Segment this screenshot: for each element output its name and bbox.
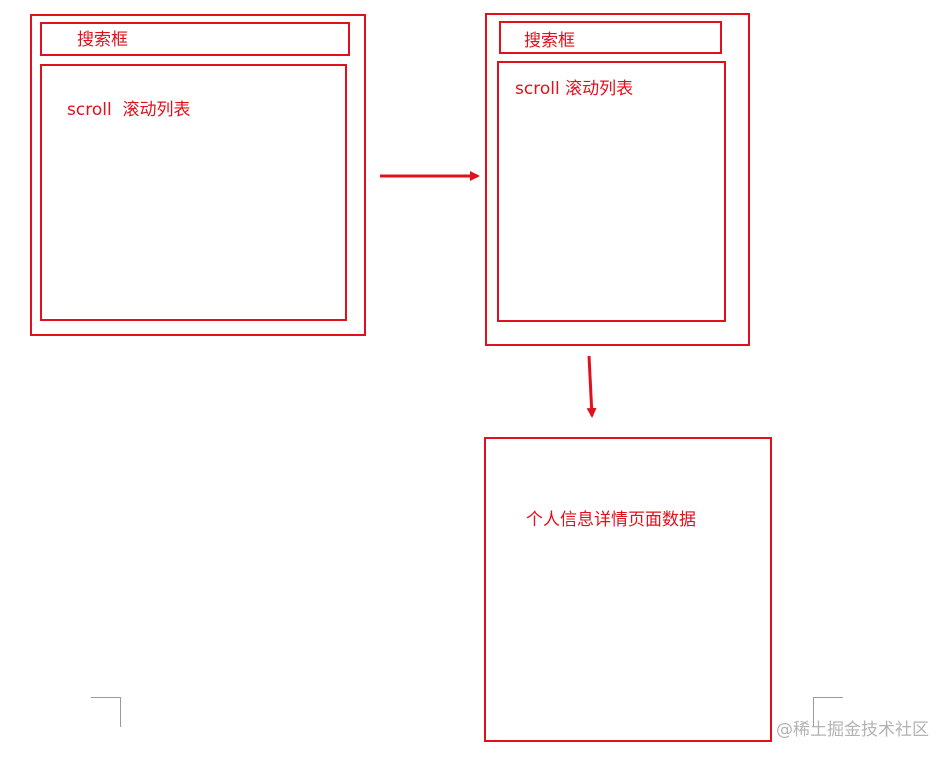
detail-screen-label: 个人信息详情页面数据: [526, 510, 696, 530]
left-scroll-list-label: scroll 滚动列表: [67, 100, 191, 120]
middle-screen-frame: [485, 13, 750, 346]
page-corner-mark-left: [91, 697, 121, 727]
detail-screen-frame: [484, 437, 772, 742]
arrow-down: [586, 355, 597, 418]
middle-search-label: 搜索框: [524, 31, 575, 51]
middle-search-box: [499, 21, 722, 54]
left-screen-frame: [30, 14, 366, 336]
left-scroll-list: [40, 64, 347, 321]
left-search-box: [40, 22, 350, 56]
left-search-label: 搜索框: [77, 30, 128, 50]
page-corner-mark-right: [813, 697, 843, 727]
middle-scroll-list: [497, 61, 726, 322]
watermark: @稀土掘金技术社区: [776, 720, 929, 740]
middle-scroll-list-label: scroll 滚动列表: [515, 79, 634, 99]
